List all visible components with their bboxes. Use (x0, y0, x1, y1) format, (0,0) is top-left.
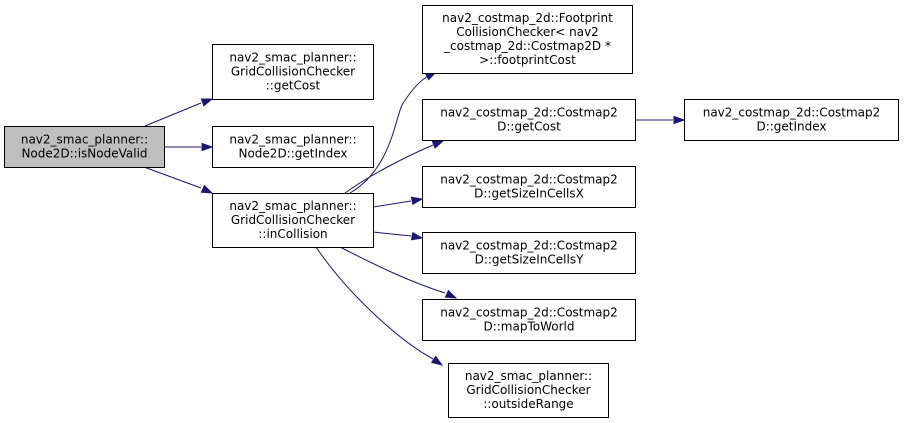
node-box[interactable] (212, 44, 374, 100)
node-label-line: D::getSizeInCellsX (474, 187, 584, 201)
arrow-head-icon (201, 142, 214, 152)
node-label-line: D::mapToWorld (483, 320, 574, 334)
node-footprintCost[interactable]: nav2_costmap_2d::FootprintCollisionCheck… (422, 5, 633, 74)
edge-isNodeValid-to-getCostGCC (144, 98, 214, 127)
node-label-line: ::inCollision (258, 227, 327, 241)
node-label-line: nav2_costmap_2d::Costmap2 (440, 106, 618, 120)
node-label-line: nav2_costmap_2d::Costmap2 (440, 306, 618, 320)
node-getIndexCM[interactable]: nav2_costmap_2d::Costmap2D::getIndex (684, 99, 899, 141)
edge-line (339, 246, 446, 294)
edge-line (143, 166, 202, 189)
node-label-line: _costmap_2d::Costmap2D * (443, 39, 611, 53)
node-box[interactable] (422, 166, 636, 208)
root-node-box[interactable] (4, 126, 165, 168)
node-getSizeY[interactable]: nav2_costmap_2d::Costmap2D::getSizeInCel… (422, 232, 636, 274)
arrow-head-icon (431, 140, 445, 149)
edge-line (144, 102, 202, 127)
node-label-line: Node2D::getIndex (238, 147, 347, 161)
node-isNodeValid[interactable]: nav2_smac_planner::Node2D::isNodeValid (4, 126, 165, 168)
arrow-head-icon (430, 355, 444, 366)
arrow-head-icon (200, 98, 214, 107)
node-box[interactable] (422, 99, 636, 141)
node-getCostGCC[interactable]: nav2_smac_planner::GridCollisionChecker:… (212, 44, 374, 100)
node-getSizeX[interactable]: nav2_costmap_2d::Costmap2D::getSizeInCel… (422, 166, 636, 208)
arrow-head-icon (444, 289, 458, 299)
edge-getCostCM-to-getIndexCM (635, 115, 686, 125)
edge-line (372, 231, 412, 237)
node-label-line: D::getIndex (756, 120, 826, 134)
node-getCostCM[interactable]: nav2_costmap_2d::Costmap2D::getCost (422, 99, 636, 141)
node-label-line: nav2_smac_planner:: (229, 199, 356, 213)
node-label-line: nav2_smac_planner:: (21, 133, 148, 147)
node-label-line: >::footprintCost (479, 53, 576, 67)
edge-inCollision-to-getCostCM (344, 140, 445, 194)
node-label-line: GridCollisionChecker (231, 213, 355, 227)
arrow-head-icon (200, 184, 214, 194)
edge-inCollision-to-getSizeY (372, 231, 424, 241)
node-label-line: nav2_costmap_2d::Costmap2 (440, 173, 618, 187)
node-outsideRange[interactable]: nav2_smac_planner::GridCollisionChecker:… (448, 363, 609, 418)
node-label-line: nav2_costmap_2d::Footprint (442, 11, 613, 25)
node-label-line: ::outsideRange (483, 397, 573, 411)
edge-inCollision-to-getSizeX (372, 196, 424, 208)
node-mapToWorld[interactable]: nav2_costmap_2d::Costmap2D::mapToWorld (422, 299, 636, 341)
node-label-line: CollisionChecker< nav2 (456, 25, 599, 39)
node-label-line: D::getCost (497, 120, 561, 134)
arrow-head-icon (673, 115, 686, 125)
edge-line (349, 75, 429, 194)
arrow-head-icon (410, 231, 424, 241)
node-box[interactable] (422, 5, 633, 74)
edge-isNodeValid-to-inCollision (143, 166, 214, 194)
edge-inCollision-to-mapToWorld (339, 246, 458, 299)
node-box[interactable] (212, 193, 374, 248)
node-label-line: nav2_costmap_2d::Costmap2 (440, 239, 618, 253)
edge-line (372, 200, 412, 208)
node-label-line: nav2_smac_planner:: (229, 133, 356, 147)
arrow-head-icon (410, 196, 424, 206)
node-label-line: GridCollisionChecker (466, 383, 590, 397)
node-box[interactable] (448, 363, 609, 418)
node-box[interactable] (684, 99, 899, 141)
node-box[interactable] (422, 232, 636, 274)
node-label-line: D::getSizeInCellsY (475, 253, 584, 267)
node-label-line: nav2_costmap_2d::Costmap2 (703, 106, 881, 120)
node-label-line: GridCollisionChecker (231, 65, 355, 79)
node-label-line: Node2D::isNodeValid (21, 147, 147, 161)
node-label-line: nav2_smac_planner:: (229, 51, 356, 65)
edge-line (344, 144, 434, 194)
node-box[interactable] (212, 126, 374, 168)
node-box[interactable] (422, 299, 636, 341)
edge-isNodeValid-to-getIndexNode (164, 142, 214, 152)
edge-line (315, 246, 434, 360)
edge-inCollision-to-outsideRange (315, 246, 444, 366)
node-label-line: ::getCost (266, 79, 321, 93)
node-getIndexNode[interactable]: nav2_smac_planner::Node2D::getIndex (212, 126, 374, 168)
nodes-layer: nav2_smac_planner::Node2D::isNodeValidna… (4, 5, 899, 418)
node-label-line: nav2_smac_planner:: (465, 369, 592, 383)
node-inCollision[interactable]: nav2_smac_planner::GridCollisionChecker:… (212, 193, 374, 248)
